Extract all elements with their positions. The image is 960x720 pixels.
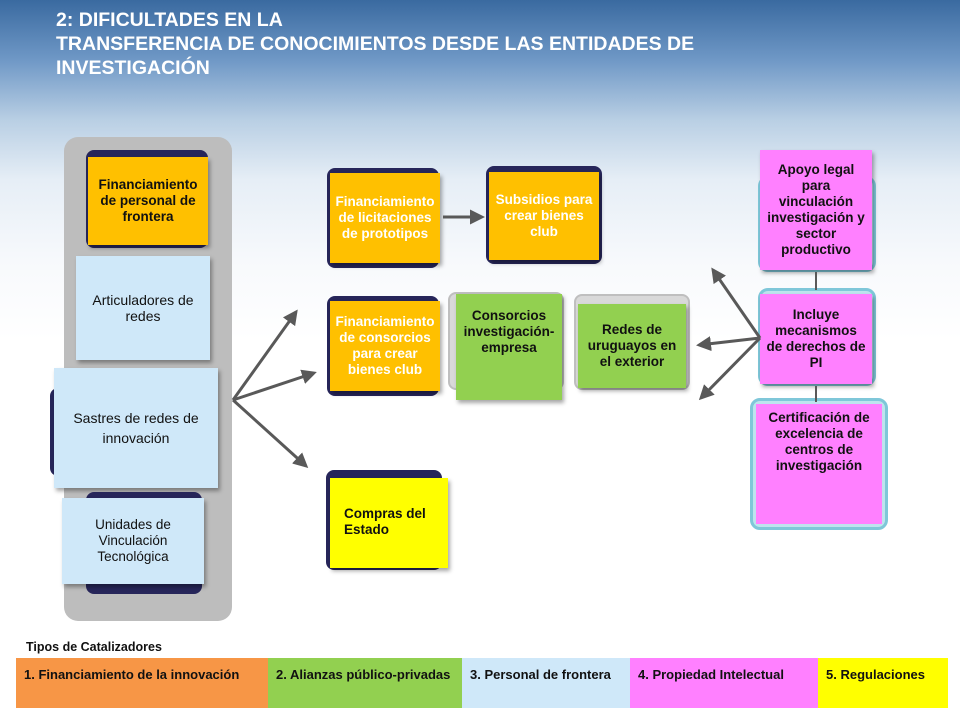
node-certificacion-excelencia[interactable]: Certificación de excelencia de centros d… [756,404,882,524]
title-line-3: INVESTIGACIÓN [56,57,210,79]
node-articuladores-redes[interactable]: Articuladores de redes [76,256,210,360]
title-line-2: TRANSFERENCIA DE CONOCIMIENTOS DESDE LAS… [56,33,695,55]
legend-item-financiamiento: 1. Financiamiento de la innovación [16,658,268,708]
title-line-1: 2: DIFICULTADES EN LA [56,9,283,31]
node-unidades-vinculacion-tecnologica[interactable]: Unidades de Vinculación Tecnológica [62,498,204,584]
node-apoyo-legal[interactable]: Apoyo legal para vinculación investigaci… [760,150,872,270]
arrow-to-upper-right [711,267,762,339]
node-consorcios-investigacion-empresa[interactable]: Consorcios investigación-empresa [456,294,562,400]
arrow-to-consorcios [232,369,317,402]
node-sastres-redes-innovacion[interactable]: Sastres de redes de innovación [54,368,218,488]
arrow-to-lower-right [698,336,762,401]
legend-item-personal: 3. Personal de frontera [462,658,630,708]
node-financiamiento-personal-frontera[interactable]: Financiamiento de personal de frontera [88,157,208,245]
node-financiamiento-licitaciones[interactable]: Financiamiento de licitaciones de protot… [330,173,440,263]
arrow-to-consorcios-top [231,309,298,401]
node-subsidios-bienes-club[interactable]: Subsidios para crear bienes club [489,172,599,260]
legend-title: Tipos de Catalizadores [26,640,162,654]
legend-item-alianzas: 2. Alianzas público-privadas [268,658,462,708]
arrow-to-redes [696,336,761,352]
arrow-to-compras [231,398,309,469]
page-title: 2: DIFICULTADES EN LA TRANSFERENCIA DE C… [56,8,936,80]
legend-item-regulaciones: 5. Regulaciones [818,658,948,708]
node-incluye-derechos-pi[interactable]: Incluye mecanismos de derechos de PI [760,294,872,384]
node-redes-uruguayos-exterior[interactable]: Redes de uruguayos en el exterior [578,304,686,388]
node-financiamiento-consorcios[interactable]: Financiamiento de consorcios para crear … [330,301,440,391]
legend-item-propiedad: 4. Propiedad Intelectual [630,658,818,708]
node-compras-estado[interactable]: Compras del Estado [330,478,448,568]
legend: 1. Financiamiento de la innovación 2. Al… [16,658,948,708]
